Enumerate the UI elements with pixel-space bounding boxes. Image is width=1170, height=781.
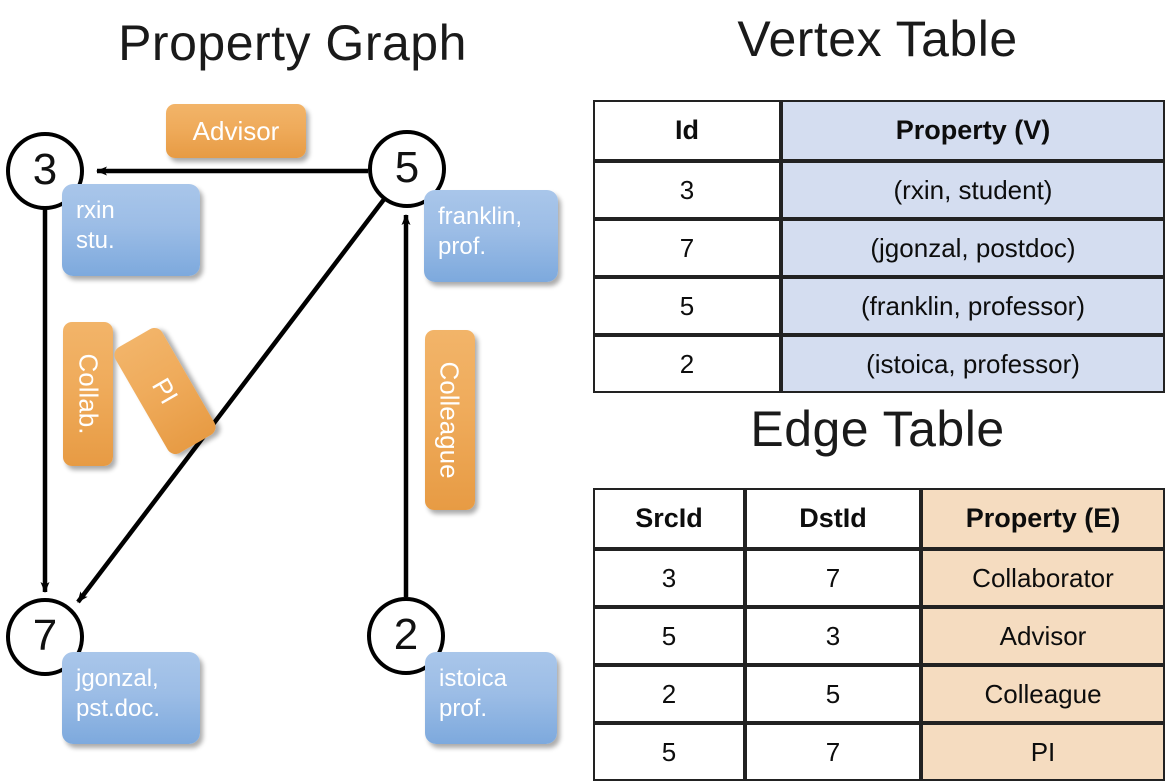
- node-property-line-1: franklin,: [438, 203, 523, 230]
- edge-table-header-row: SrcId DstId Property (E): [593, 488, 1165, 549]
- graph-node-7-label: 7: [32, 611, 58, 660]
- graph-node-5-label: 5: [394, 143, 420, 192]
- edge-dst-cell: 5: [745, 665, 921, 723]
- node-property-line-2: pst.doc.: [76, 695, 161, 722]
- node-property-line-2: prof.: [439, 695, 488, 722]
- edge-property-cell: Collaborator: [921, 549, 1165, 607]
- edge-src-cell: 3: [593, 549, 745, 607]
- edge-dst-cell: 7: [745, 549, 921, 607]
- node-property-line-1: jgonzal,: [76, 665, 159, 692]
- edge-dst-cell: 3: [745, 607, 921, 665]
- node-property-box-istoica: istoica prof.: [425, 652, 557, 744]
- vertex-property-cell: (jgonzal, postdoc): [781, 219, 1165, 277]
- graph-node-2[interactable]: 2: [367, 597, 445, 675]
- graph-node-5[interactable]: 5: [368, 130, 446, 208]
- vertex-table: Id Property (V) 3 (rxin, student) 7 (jgo…: [593, 100, 1165, 393]
- table-row[interactable]: 5 7 PI: [593, 723, 1165, 781]
- edge-property-cell: PI: [921, 723, 1165, 781]
- node-property-box-rxin: rxin stu.: [62, 184, 200, 276]
- edge-src-cell: 5: [593, 723, 745, 781]
- graph-node-3-label: 3: [32, 145, 58, 194]
- page-title-vertex-table: Vertex Table: [737, 11, 1018, 67]
- edge-label-box-advisor: Advisor: [166, 104, 306, 158]
- vertex-property-cell: (rxin, student): [781, 161, 1165, 219]
- edge-label-box-colleague: Colleague: [425, 330, 475, 510]
- edge-label-text-pi: PI: [145, 372, 185, 410]
- edge-table-header-dstid: DstId: [745, 488, 921, 549]
- node-property-line-1: istoica: [439, 665, 508, 692]
- page-title-edge-table: Edge Table: [750, 401, 1005, 457]
- edge-table-header-property: Property (E): [921, 488, 1165, 549]
- table-row[interactable]: 2 5 Colleague: [593, 665, 1165, 723]
- edge-src-cell: 2: [593, 665, 745, 723]
- vertex-property-cell: (istoica, professor): [781, 335, 1165, 393]
- node-property-line-2: stu.: [76, 227, 115, 254]
- vertex-table-header-property: Property (V): [781, 100, 1165, 161]
- table-row[interactable]: 7 (jgonzal, postdoc): [593, 219, 1165, 277]
- edge-table: SrcId DstId Property (E) 3 7 Collaborato…: [593, 488, 1165, 781]
- edge-label-box-collab: Collab.: [63, 322, 113, 466]
- page-title-property-graph: Property Graph: [118, 15, 467, 71]
- vertex-table-header-row: Id Property (V): [593, 100, 1165, 161]
- edge-src-cell: 5: [593, 607, 745, 665]
- table-row[interactable]: 2 (istoica, professor): [593, 335, 1165, 393]
- edge-label-text-colleague: Colleague: [435, 361, 465, 479]
- table-row[interactable]: 5 3 Advisor: [593, 607, 1165, 665]
- graph-node-2-label: 2: [393, 610, 419, 659]
- edge-line-pi: [76, 196, 387, 604]
- vertex-table-header-id: Id: [593, 100, 781, 161]
- graph-edges-svg: [40, 166, 411, 604]
- edge-dst-cell: 7: [745, 723, 921, 781]
- edge-label-text-advisor: Advisor: [192, 116, 280, 146]
- vertex-property-cell: (franklin, professor): [781, 277, 1165, 335]
- table-row[interactable]: 3 7 Collaborator: [593, 549, 1165, 607]
- vertex-id-cell: 2: [593, 335, 781, 393]
- vertex-id-cell: 5: [593, 277, 781, 335]
- vertex-id-cell: 7: [593, 219, 781, 277]
- table-row[interactable]: 3 (rxin, student): [593, 161, 1165, 219]
- node-property-line-2: prof.: [438, 233, 487, 260]
- vertex-id-cell: 3: [593, 161, 781, 219]
- node-property-line-1: rxin: [76, 197, 115, 224]
- edge-property-cell: Advisor: [921, 607, 1165, 665]
- edge-property-cell: Colleague: [921, 665, 1165, 723]
- node-property-box-jgonzal: jgonzal, pst.doc.: [62, 652, 200, 744]
- table-row[interactable]: 5 (franklin, professor): [593, 277, 1165, 335]
- node-property-box-franklin: franklin, prof.: [424, 190, 558, 282]
- edge-table-header-srcid: SrcId: [593, 488, 745, 549]
- edge-label-text-collab: Collab.: [73, 353, 103, 435]
- property-graph-panel: Property Graph 3 5 7 2 rxin stu. frankli…: [0, 0, 585, 760]
